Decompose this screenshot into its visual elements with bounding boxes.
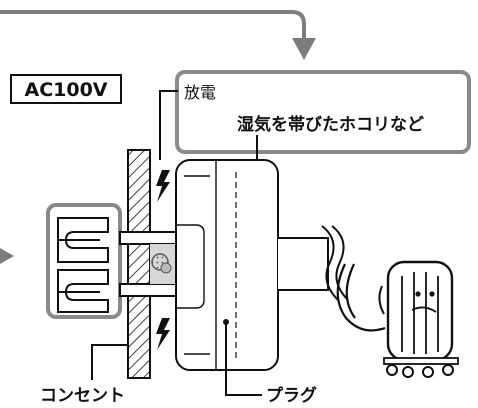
plug-label: プラグ (266, 385, 317, 406)
power-cord (278, 225, 386, 332)
oil-heater-icon (378, 260, 459, 378)
feedback-arrow-icon (0, 10, 316, 60)
inlet-arrow-icon (0, 248, 14, 264)
plug-leader (225, 322, 262, 396)
wall (127, 149, 151, 379)
voltage-label-box: AC100V (10, 74, 122, 104)
dust-icon (150, 244, 176, 284)
outlet-leader (91, 344, 128, 380)
spark-icon (156, 170, 170, 350)
dust-label: 湿気を帯びたホコリなど (237, 114, 424, 135)
outlet-box (46, 203, 122, 319)
outlet-label: コンセント (40, 386, 125, 406)
discharge-leader (159, 90, 178, 160)
voltage-label: AC100V (24, 79, 107, 101)
discharge-label: 放電 (184, 83, 216, 102)
callout-box: 放電 湿気を帯びたホコリなど (175, 70, 471, 154)
